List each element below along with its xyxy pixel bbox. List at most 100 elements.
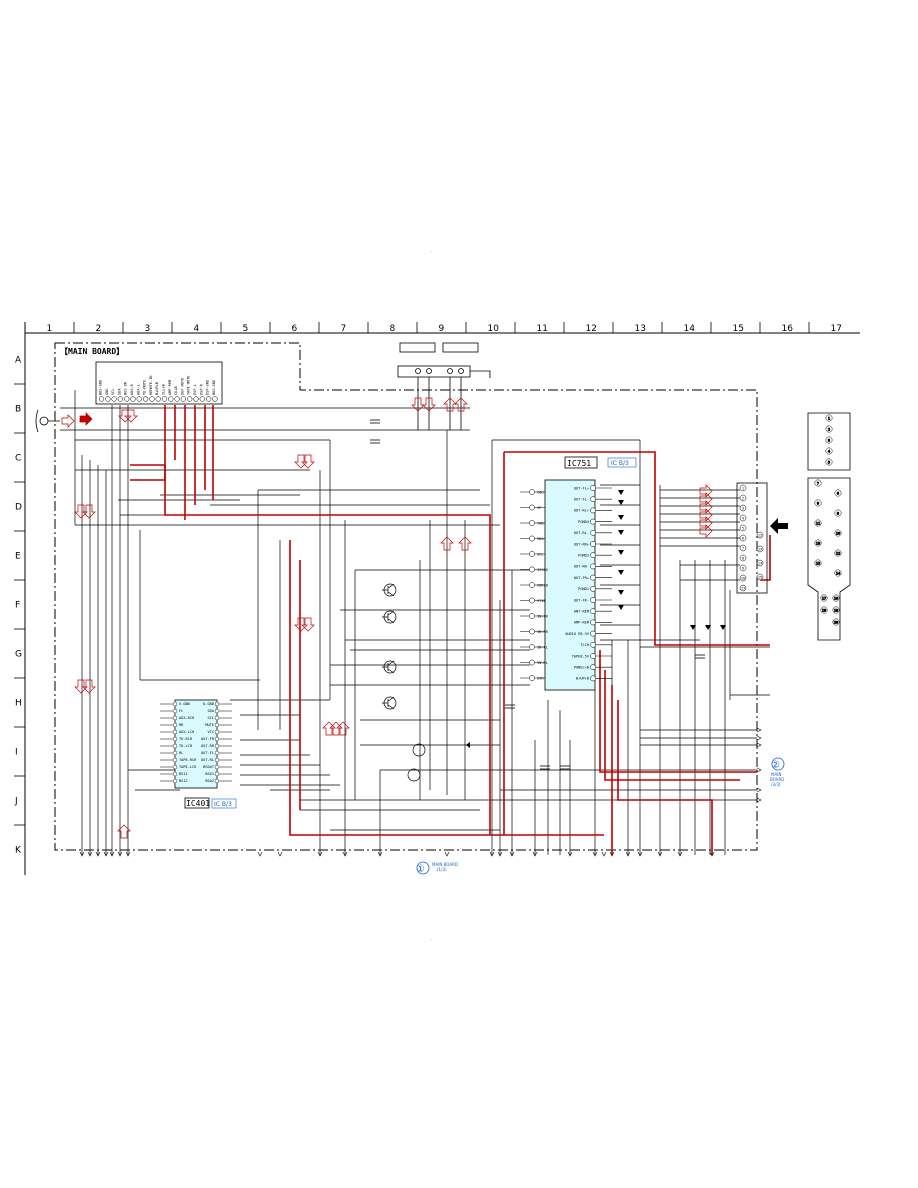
offpage-ref-2-line3: (3/3) <box>771 782 781 787</box>
grid-row-label: G <box>15 650 22 660</box>
far-right-pin-label: 15 <box>816 561 820 565</box>
far-right-pin <box>825 458 833 466</box>
ic751-right-pin-label: AMP-REM <box>574 621 590 625</box>
ic751-left-pin <box>529 659 535 666</box>
ic401-right-pin <box>214 701 220 707</box>
connector-pin-label: 13 <box>758 547 762 551</box>
far-right-pin-label: 10 <box>836 531 840 535</box>
bottom-terminal <box>509 851 515 857</box>
ic401-right-pin <box>214 764 220 770</box>
far-right-pin <box>814 499 822 507</box>
ic751-right-pin <box>590 675 596 682</box>
ic751-left-pin <box>529 489 535 495</box>
board-boundary <box>54 342 758 851</box>
ic751-left-pin <box>529 613 535 619</box>
connector-pin-label: 15 <box>758 575 762 579</box>
offpage-ref-2-num: ② <box>771 760 780 771</box>
ic751-right-pin <box>590 630 596 637</box>
signal-arrows <box>61 397 713 839</box>
ic751-left-pin-label: VP <box>537 506 541 510</box>
ic751-left-pin <box>529 644 535 650</box>
header-pin <box>174 396 180 402</box>
ic751-left-pin <box>529 520 535 526</box>
bottom-terminal <box>277 851 283 857</box>
grid-col-label: 17 <box>831 324 842 334</box>
far-right-pin <box>814 559 822 567</box>
right-terminal <box>756 787 762 793</box>
connector-pin-label: 2 <box>742 496 744 500</box>
far-right-pin <box>825 436 833 444</box>
ic751-left-pin <box>529 675 535 681</box>
ic401-left-pin-label: AUX-LCH <box>179 730 194 734</box>
ic751-left-pin <box>529 582 535 588</box>
connector-pin <box>739 574 747 582</box>
ic751-right-pin <box>590 585 596 592</box>
far-right-pin-label: 16 <box>834 596 838 600</box>
ic751-left-pin-label: IN-FL <box>537 645 548 649</box>
connector-pin-label: 3 <box>742 506 744 510</box>
far-right-pin-label: 11 <box>816 521 820 525</box>
grid-col-label: 6 <box>292 324 298 334</box>
grid-col-label: 13 <box>635 324 646 334</box>
ic401-right-pin-label: BSOUT <box>203 765 215 769</box>
ic751-right-pin <box>590 608 596 615</box>
header-pin-label: CD+B <box>174 386 178 395</box>
ic401-left-pin <box>172 778 178 784</box>
connector-pin <box>739 504 747 512</box>
far-right-pin-label: 1 <box>828 416 830 420</box>
ic751-right-pin-label: PGND2 <box>578 554 589 558</box>
grid-col-label: 11 <box>537 324 548 334</box>
grid-col-label: 12 <box>586 324 597 334</box>
ic751-right-pin <box>590 597 596 603</box>
ic401-right-pin-label: OUT-RR <box>201 744 215 748</box>
page-dot-bottom: . <box>430 937 432 941</box>
far-right-pin-label: 3 <box>828 438 830 442</box>
far-right-pin-label: 14 <box>836 571 840 575</box>
connector-pin <box>739 484 747 492</box>
right-terminal <box>756 767 762 773</box>
ic751-right-pin-label: OUT-RL+ <box>574 509 590 513</box>
far-right-pin <box>814 519 822 527</box>
ic751-left-pin <box>529 535 535 542</box>
header-pin <box>193 396 199 402</box>
ic751-right-pin-label: PANEL+B <box>574 666 589 670</box>
header-pin <box>205 396 212 402</box>
connector-pin-label: 7 <box>742 546 744 550</box>
ic751-right-pin-label: OUT-FL+ <box>574 486 590 490</box>
far-right-pin-label: 20 <box>834 620 838 624</box>
page-dot-top: . <box>430 249 432 253</box>
far-right-pin-label: 7 <box>817 481 819 485</box>
ic401-left-pin <box>172 722 178 728</box>
ic751-right-pin <box>590 664 596 671</box>
header-pin <box>136 396 142 402</box>
bottom-terminal <box>117 851 123 857</box>
ic401-left-pin <box>172 701 178 707</box>
ic401-right-pin <box>214 743 220 749</box>
ic751-right-pin-label: OUT-FL- <box>574 498 589 502</box>
ic751-left-pin <box>529 597 535 604</box>
grid-col-label: 7 <box>341 324 347 334</box>
far-right-pin-label: 8 <box>837 511 839 515</box>
far-right-pin-label: 13 <box>816 541 820 545</box>
grid-col-label: 10 <box>488 324 500 334</box>
grid-col-label: 2 <box>96 324 102 334</box>
header-pin <box>180 396 187 402</box>
ic401-left-pin-label: BSI1 <box>179 772 188 776</box>
header-pin <box>187 396 193 402</box>
connector-pin-label: 12 <box>758 533 762 537</box>
far-right-pin <box>820 594 828 602</box>
offpage-ref-1: ① MAIN BOARD (1/3) <box>416 861 458 875</box>
ic751-right-pin-label: PGND1 <box>578 587 589 591</box>
ic401-right-pin-label: BSO1 <box>205 772 214 776</box>
ic751-right-pin <box>590 552 596 559</box>
ic401-left-pin-label: TU-LCH <box>179 744 192 748</box>
bottom-terminal <box>95 851 101 857</box>
connector-pin <box>739 534 747 542</box>
header-pin-label: BUS ON <box>124 382 128 395</box>
connector-pin-label: 9 <box>742 566 744 570</box>
far-right-pin-label: 9 <box>817 501 819 505</box>
grid-col-label: 15 <box>733 324 744 334</box>
ic751-ref: IC B/3 <box>611 460 629 467</box>
